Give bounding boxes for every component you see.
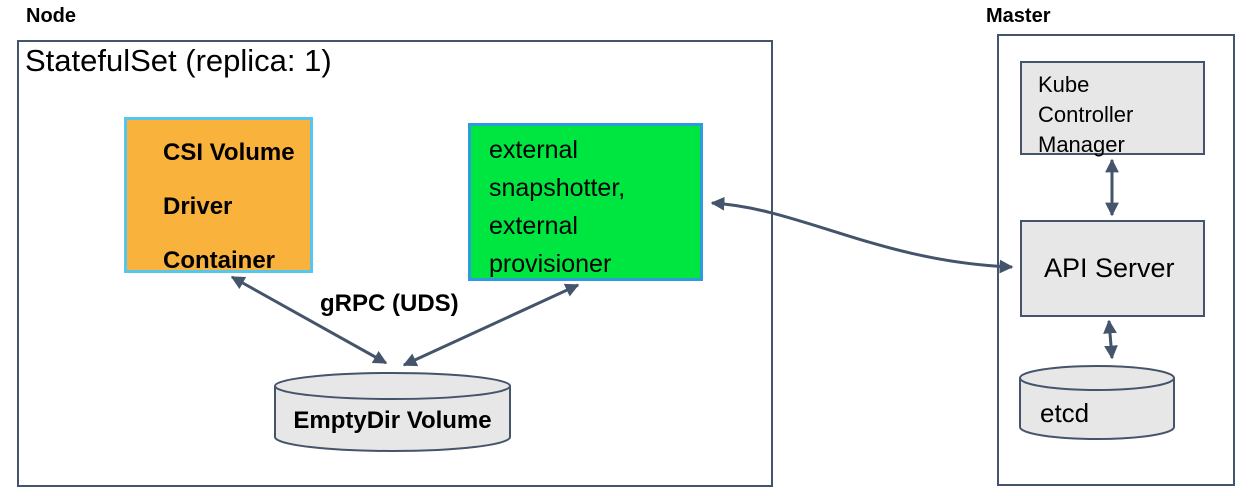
etcd-cylinder-shape	[1019, 365, 1175, 440]
emptydir-volume-label: EmptyDir Volume	[293, 407, 492, 434]
api-server-box: API Server	[1020, 220, 1205, 317]
master-group-label: Master	[986, 5, 1051, 27]
etcd-label: etcd	[1040, 398, 1090, 428]
grpc-uds-label: gRPC (UDS)	[320, 290, 459, 317]
csi-volume-driver-container-box: CSI Volume Driver Container	[124, 117, 313, 274]
external-snapshotter-provisioner-box: external snapshotter, external provision…	[468, 123, 703, 281]
etcd-cylinder: etcd	[1018, 364, 1176, 442]
node-group-label: Node	[26, 5, 76, 27]
emptydir-cylinder-shape	[274, 372, 511, 452]
emptydir-volume-cylinder: EmptyDir Volume	[273, 371, 512, 455]
statefulset-title: StatefulSet (replica: 1)	[25, 43, 332, 78]
kube-controller-manager-box: Kube Controller Manager	[1020, 61, 1205, 157]
